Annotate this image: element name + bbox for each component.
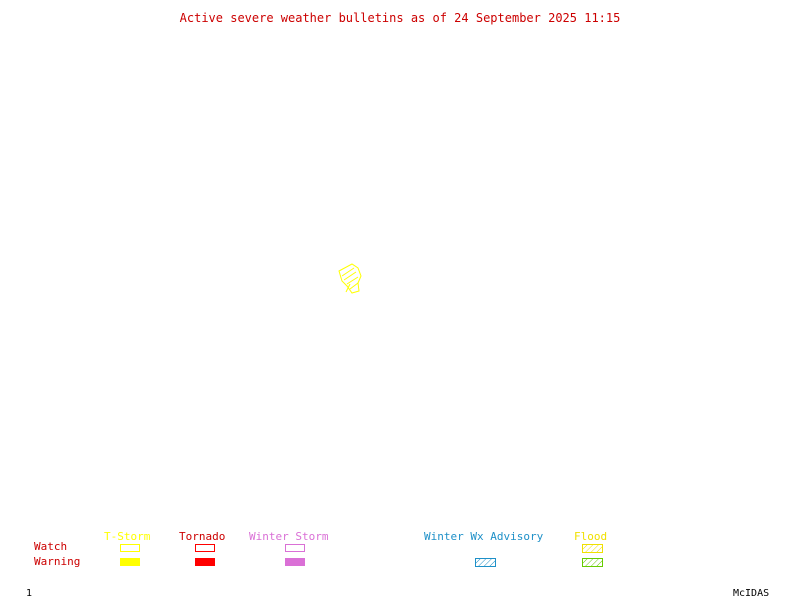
legend-tstorm-label: T-Storm bbox=[104, 530, 151, 543]
frame-number: 1 bbox=[26, 588, 33, 599]
flood-warning-swatch bbox=[582, 558, 603, 567]
winter-storm-watch-swatch bbox=[285, 544, 305, 552]
tstorm-watch-swatch bbox=[120, 544, 140, 552]
legend-warning-row-label: Warning bbox=[34, 555, 81, 568]
legend-flood-label: Flood bbox=[574, 530, 608, 543]
tstorm-watch-polygon[interactable] bbox=[338, 263, 362, 294]
software-label: McIDAS bbox=[733, 588, 770, 599]
flood-watch-swatch bbox=[582, 544, 603, 553]
legend-watch-row-label: Watch bbox=[34, 540, 68, 553]
map-title: Active severe weather bulletins as of 24… bbox=[179, 11, 621, 25]
tornado-watch-swatch bbox=[195, 544, 215, 552]
legend-tornado-label: Tornado bbox=[179, 530, 226, 543]
legend-winter-storm-label: Winter Storm bbox=[249, 530, 329, 543]
tstorm-warning-swatch bbox=[120, 558, 140, 566]
winter-storm-warning-swatch bbox=[285, 558, 305, 566]
legend-winter-wx-advisory-label: Winter Wx Advisory bbox=[424, 530, 544, 543]
tornado-warning-swatch bbox=[195, 558, 215, 566]
winter-wx-advisory-swatch bbox=[475, 558, 496, 567]
